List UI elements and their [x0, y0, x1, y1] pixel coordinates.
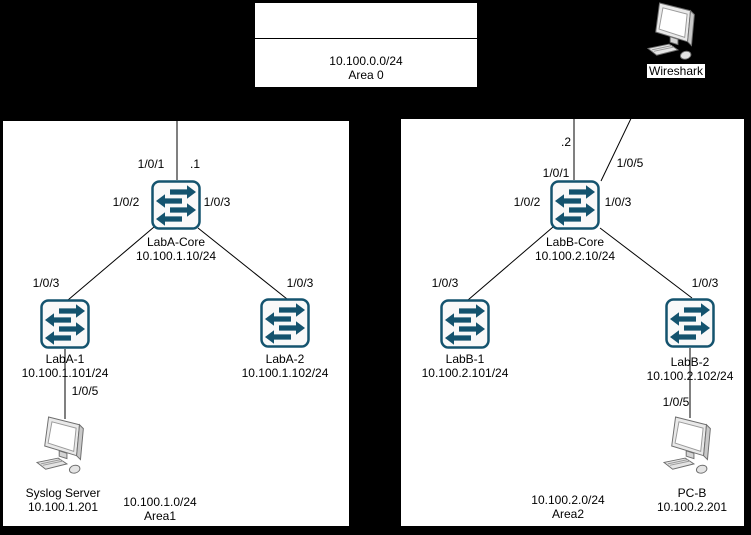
- area0-header: [255, 3, 477, 39]
- area2-subnet-label: 10.100.2.0/24 Area2: [531, 493, 604, 521]
- labb-core-uplink-addr: .2: [560, 135, 572, 149]
- laba-1-ip: 10.100.1.101/24: [21, 366, 109, 380]
- laba-core-uplink-addr: .1: [189, 157, 201, 171]
- laba-core-uplink-port: 1/0/1: [137, 157, 165, 171]
- laba-core-left-port: 1/0/2: [112, 195, 140, 209]
- labb-2-name: LabB-2: [670, 355, 710, 369]
- area1-subnet: 10.100.1.0/24: [123, 495, 197, 509]
- computer-icon: [663, 416, 721, 476]
- switch-icon: [260, 298, 310, 348]
- syslog-server-label: Syslog Server 10.100.1.201: [26, 486, 101, 514]
- computer-icon: [647, 2, 705, 62]
- pc-b-name: PC-B: [677, 486, 707, 500]
- laba-2-ip: 10.100.1.102/24: [241, 366, 329, 380]
- area1-subnet-label: 10.100.1.0/24 Area1: [123, 495, 196, 523]
- labb-core-label: LabB-Core 10.100.2.10/24: [535, 235, 615, 263]
- laba-1-name: LabA-1: [45, 352, 85, 366]
- area0-subnet-label: 10.100.0.0/24: [329, 54, 403, 68]
- laba-core-name: LabA-Core: [146, 235, 206, 249]
- labb-1-name: LabB-1: [445, 352, 485, 366]
- labb-core-right-port: 1/0/3: [604, 195, 632, 209]
- switch-icon: [40, 299, 90, 349]
- switch-icon: [440, 299, 490, 349]
- laba-1-switch[interactable]: [40, 299, 90, 349]
- labb-core-ip: 10.100.2.10/24: [534, 249, 616, 263]
- laba-2-uplink-port: 1/0/3: [286, 276, 314, 290]
- labb-2-switch[interactable]: [665, 298, 715, 348]
- labb-2-label: LabB-2 10.100.2.102/24: [647, 355, 734, 383]
- labb-core-switch[interactable]: [550, 180, 600, 230]
- switch-icon: [151, 180, 201, 230]
- switch-icon: [550, 180, 600, 230]
- laba-1-down-port: 1/0/5: [71, 384, 99, 398]
- laba-2-name: LabA-2: [265, 352, 305, 366]
- computer-icon: [36, 416, 94, 476]
- wireshark-label: Wireshark: [646, 64, 706, 78]
- laba-core-label: LabA-Core 10.100.1.10/24: [136, 235, 216, 263]
- pc-b-node[interactable]: [663, 416, 721, 476]
- laba-1-label: LabA-1 10.100.1.101/24: [22, 352, 109, 380]
- labb-1-ip: 10.100.2.101/24: [421, 366, 509, 380]
- area2-name: Area2: [551, 507, 585, 521]
- laba-2-label: LabA-2 10.100.1.102/24: [242, 352, 329, 380]
- laba-2-switch[interactable]: [260, 298, 310, 348]
- area0-name-label: Area 0: [348, 68, 384, 82]
- labb-2-ip: 10.100.2.102/24: [646, 369, 734, 383]
- labb-core-wireshark-port: 1/0/5: [616, 156, 644, 170]
- switch-icon: [665, 298, 715, 348]
- wireshark-node[interactable]: [647, 2, 705, 62]
- labb-2-down-port: 1/0/5: [662, 395, 690, 409]
- laba-core-switch[interactable]: [151, 180, 201, 230]
- syslog-server-node[interactable]: [36, 416, 94, 476]
- labb-core-uplink-port: 1/0/1: [542, 166, 570, 180]
- syslog-server-ip: 10.100.1.201: [27, 500, 99, 514]
- laba-1-uplink-port: 1/0/3: [32, 276, 60, 290]
- labb-1-uplink-port: 1/0/3: [431, 276, 459, 290]
- labb-core-left-port: 1/0/2: [513, 195, 541, 209]
- pc-b-label: PC-B 10.100.2.201: [657, 486, 727, 514]
- laba-core-right-port: 1/0/3: [203, 195, 231, 209]
- area0-box[interactable]: 10.100.0.0/24 Area 0: [254, 2, 478, 88]
- pc-b-ip: 10.100.2.201: [656, 500, 728, 514]
- labb-1-switch[interactable]: [440, 299, 490, 349]
- area1-name: Area1: [143, 509, 177, 523]
- syslog-server-name: Syslog Server: [25, 486, 101, 500]
- labb-1-label: LabB-1 10.100.2.101/24: [422, 352, 509, 380]
- area2-subnet: 10.100.2.0/24: [531, 493, 605, 507]
- laba-core-ip: 10.100.1.10/24: [135, 249, 217, 263]
- labb-2-uplink-port: 1/0/3: [691, 276, 719, 290]
- labb-core-name: LabB-Core: [545, 235, 605, 249]
